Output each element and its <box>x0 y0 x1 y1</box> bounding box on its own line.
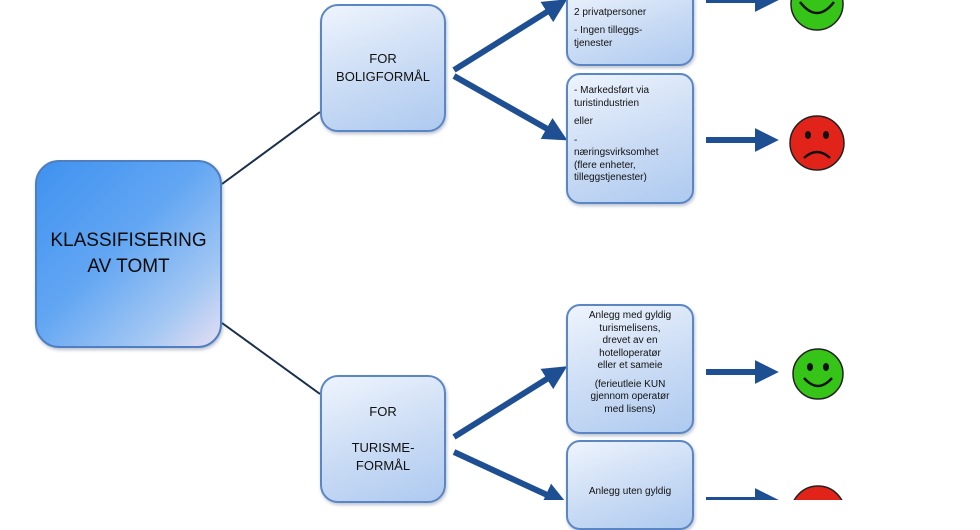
outcome-text-line: - Markedsført via <box>574 85 650 96</box>
sad-face-icon <box>789 115 845 171</box>
classification-diagram: KLASSIFISERING AV TOMT FOR BOLIGFORMÅL F… <box>35 0 845 530</box>
outcome-text-line: tilleggstjenester) <box>574 172 647 183</box>
outcome-text-line: 2 privatpersoner <box>574 6 647 18</box>
outcome-text-line: eller et sameie <box>597 360 663 371</box>
root-label-line: KLASSIFISERING <box>50 230 207 251</box>
outcome-text-line: Anlegg uten gyldig <box>588 486 672 497</box>
sad-face-icon <box>793 485 843 500</box>
root-node: KLASSIFISERING AV TOMT <box>35 160 222 348</box>
outcome-node: - Markedsført via turistindustrien eller… <box>566 73 694 204</box>
outcome-node: Anlegg med gyldig turismelisens, drevet … <box>566 304 694 434</box>
connector-layer <box>221 0 845 500</box>
branch-label-line: BOLIGFORMÅL <box>336 69 430 84</box>
branch-label-line: FORMÅL <box>355 458 411 473</box>
outcome-text-line: - Ingen tilleggs- <box>574 25 643 36</box>
branch-label-line: FOR <box>369 404 397 419</box>
outcome-text-line: gjennom operatør <box>590 391 670 402</box>
outcome-text-line: Anlegg med gyldig <box>588 310 672 321</box>
root-label-line: AV TOMT <box>87 256 170 277</box>
branch-node-bolig: FOR BOLIGFORMÅL <box>320 4 446 132</box>
outcome-node: 2 privatpersoner - Ingen tilleggs- tjene… <box>566 0 694 66</box>
outcome-text-line: næringsvirksomhet <box>574 147 659 158</box>
smiley-face-icon <box>792 348 844 400</box>
branch-label-line: FOR <box>369 51 397 66</box>
connector-line <box>221 322 321 395</box>
outcome-text-line: turistindustrien <box>574 97 640 109</box>
branch-arrow <box>452 73 568 141</box>
branch-arrow <box>452 449 568 500</box>
smiley-face-icon <box>790 0 844 31</box>
outcome-text-line: eller <box>574 116 593 127</box>
outcome-text-line: hotelloperatør <box>599 347 661 359</box>
outcome-text-line: tjenester <box>574 37 613 49</box>
branch-arrow <box>452 366 568 440</box>
outcome-node: Anlegg uten gyldig <box>566 440 694 530</box>
branch-node-turisme: FOR TURISME- FORMÅL <box>320 375 446 503</box>
branch-arrow <box>452 0 568 73</box>
outcome-text-line: med lisens) <box>604 403 656 415</box>
branch-label-line: TURISME- <box>351 440 415 455</box>
outcome-text-line: drevet av en <box>602 335 658 346</box>
connector-line <box>221 111 321 185</box>
outcome-text-line: (ferieutleie KUN <box>594 378 666 390</box>
outcome-text-line: turismelisens, <box>599 322 661 334</box>
outcome-text-line: (flere enheter, <box>574 159 636 171</box>
outcome-text-line: - <box>574 134 578 146</box>
